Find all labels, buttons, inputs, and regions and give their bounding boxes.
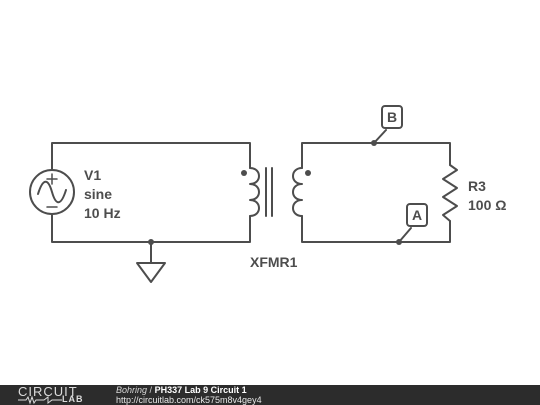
transformer-xfmr1[interactable] (241, 167, 311, 217)
source-type-label: sine (84, 186, 112, 202)
resistor-name-label: R3 (468, 178, 486, 194)
breadcrumb-separator: / (149, 385, 153, 395)
source-name-label: V1 (84, 167, 101, 183)
source-frequency-label: 10 Hz (84, 205, 121, 221)
circuit-url-link[interactable]: http://circuitlab.com/ck575m8v4gey4 (116, 395, 262, 405)
voltage-source-v1[interactable] (29, 169, 75, 215)
circuit-schematic: V1 sine 10 Hz XFMR1 R3 100 Ω B A (29, 105, 506, 283)
probe-a-label: A (412, 207, 422, 223)
transformer-label: XFMR1 (250, 254, 298, 270)
footer-info: Bohring / PH337 Lab 9 Circuit 1 http://c… (116, 385, 262, 405)
ground-symbol (136, 239, 166, 283)
circuit-title: PH337 Lab 9 Circuit 1 (154, 385, 247, 395)
primary-loop-wires (51, 142, 251, 243)
secondary-loop-wires (301, 142, 451, 243)
author-name: Bohring (116, 385, 148, 395)
resistor-value-label: 100 Ω (468, 197, 506, 213)
probe-b-label: B (387, 109, 397, 125)
logo-top-text: CIRCUIT (18, 384, 78, 399)
logo-bottom-text: LAB (62, 394, 84, 404)
footer-bar: CIRCUIT LAB Bohring / PH337 Lab 9 Circui… (0, 384, 540, 405)
probe-a[interactable]: A (396, 203, 428, 245)
resistor-r3[interactable] (442, 164, 458, 222)
logo-waveform-icon (18, 395, 62, 405)
circuitlab-logo[interactable]: CIRCUIT LAB (18, 384, 110, 405)
probe-b[interactable]: B (371, 105, 403, 146)
